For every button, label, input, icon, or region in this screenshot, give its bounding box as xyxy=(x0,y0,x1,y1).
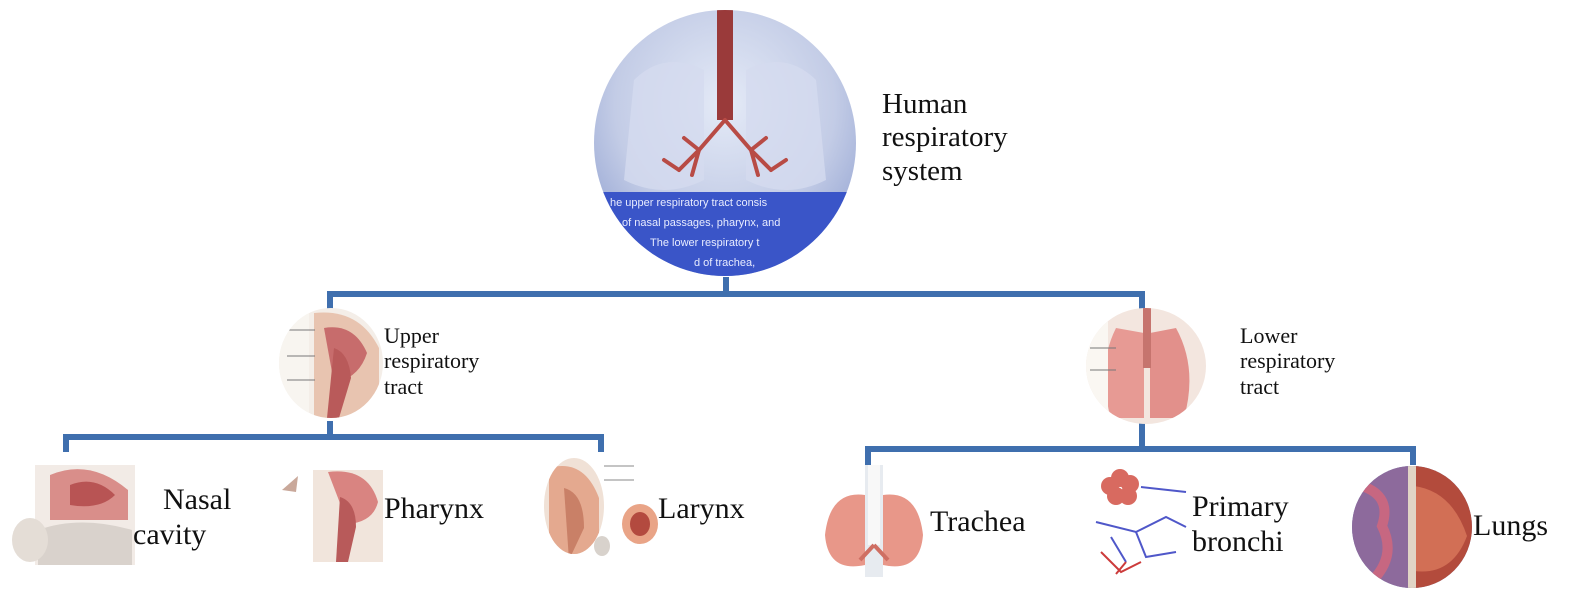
upper-tract-label-line: Upper xyxy=(384,323,479,348)
pharynx-icon xyxy=(278,462,383,562)
upper-tract-label-line: respiratory xyxy=(384,348,479,373)
head-cross-section-icon xyxy=(279,308,383,418)
nasal-cavity-label: Nasal cavity xyxy=(133,483,231,552)
primary-bronchi-label: Primary bronchi xyxy=(1192,490,1289,559)
lungs-icon xyxy=(1352,466,1472,588)
chest-lungs-icon xyxy=(1086,308,1206,424)
lungs-label-line: Lungs xyxy=(1473,509,1548,544)
lower-tract-label-line: Lower xyxy=(1240,323,1335,348)
larynx-label: Larynx xyxy=(658,492,745,527)
lungs-circle-icon: he upper respiratory tract consis of nas… xyxy=(594,10,856,280)
trachea-label-line: Trachea xyxy=(930,505,1026,540)
pharynx-label-line: Pharynx xyxy=(384,492,484,527)
nasal-cavity-icon xyxy=(10,460,135,565)
root-caption-line: of nasal passages, pharynx, and xyxy=(622,217,780,229)
primary-bronchi-label-line: Primary xyxy=(1192,490,1289,525)
nasal-cavity-label-line: cavity xyxy=(133,518,231,553)
bronchi-icon xyxy=(1086,462,1196,577)
lower-tract-label-line: respiratory xyxy=(1240,348,1335,373)
lungs-label: Lungs xyxy=(1473,509,1548,544)
upper-tract-label-line: tract xyxy=(384,374,479,399)
root-caption-line: The lower respiratory t xyxy=(650,237,759,249)
root-label: Human respiratory system xyxy=(882,88,1008,188)
root-label-line: Human xyxy=(882,88,1008,121)
root-caption-line: d of trachea, xyxy=(694,257,755,269)
nasal-cavity-label-line: Nasal xyxy=(133,483,231,518)
root-label-line: respiratory xyxy=(882,121,1008,154)
larynx-label-line: Larynx xyxy=(658,492,745,527)
upper-tract-label: Upper respiratory tract xyxy=(384,323,479,399)
lower-tract-label-line: tract xyxy=(1240,374,1335,399)
pharynx-label: Pharynx xyxy=(384,492,484,527)
root-label-line: system xyxy=(882,155,1008,188)
larynx-icon xyxy=(544,458,659,560)
primary-bronchi-label-line: bronchi xyxy=(1192,525,1289,560)
lower-tract-label: Lower respiratory tract xyxy=(1240,323,1335,399)
root-caption-line: he upper respiratory tract consis xyxy=(610,197,768,209)
trachea-icon xyxy=(820,465,928,577)
trachea-label: Trachea xyxy=(930,505,1026,540)
